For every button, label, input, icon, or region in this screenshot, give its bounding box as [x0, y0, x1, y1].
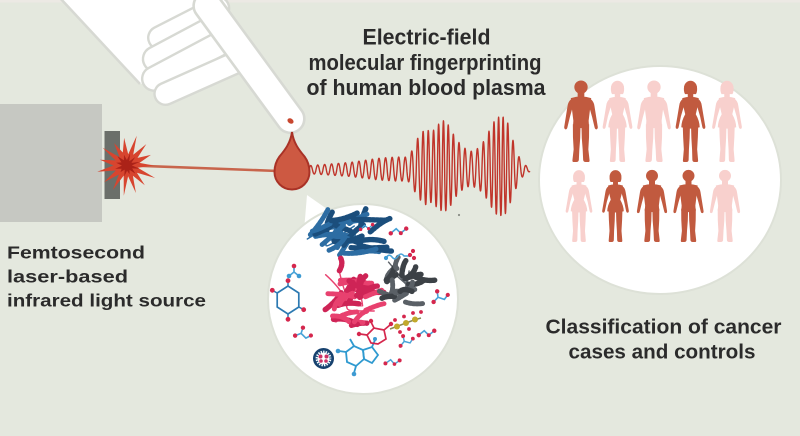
- svg-text:cases and controls: cases and controls: [569, 342, 756, 364]
- svg-text:laser-based: laser-based: [7, 267, 128, 287]
- svg-text:Femtosecond: Femtosecond: [7, 243, 145, 263]
- svg-text:of human blood plasma: of human blood plasma: [307, 75, 547, 100]
- svg-text:infrared light source: infrared light source: [7, 291, 206, 311]
- svg-text:Classification of cancer: Classification of cancer: [546, 317, 782, 339]
- svg-text:Electric-field: Electric-field: [363, 24, 491, 49]
- svg-text:molecular fingerprinting: molecular fingerprinting: [309, 50, 542, 75]
